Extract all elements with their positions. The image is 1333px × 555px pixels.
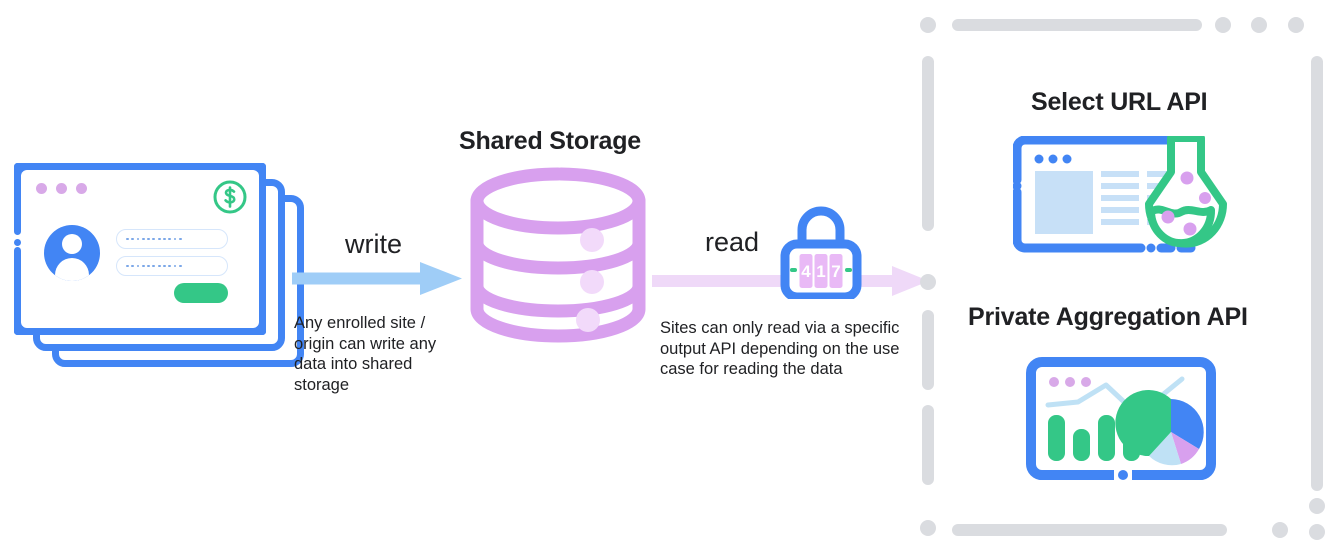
window-dot-3 — [76, 183, 87, 194]
submit-button[interactable] — [174, 283, 228, 303]
source-browser-stack-icon — [14, 163, 304, 368]
panel-border-bar — [952, 19, 1202, 31]
panel-border-dot — [920, 274, 936, 290]
panel-border-bar — [922, 310, 934, 390]
panel-border-bar — [952, 524, 1227, 536]
window-dot-2 — [56, 183, 67, 194]
lock-digit-3: 7 — [831, 262, 840, 281]
write-arrow-label: write — [345, 229, 403, 259]
panel-border-dot — [920, 17, 936, 33]
write-arrow-icon — [292, 262, 462, 295]
panel-border-dot — [1288, 17, 1304, 33]
panel-border-bar — [1311, 56, 1323, 491]
panel-border-dot — [1272, 522, 1288, 538]
lock-digit-2: 1 — [816, 262, 825, 281]
browser-flask-icon[interactable] — [1012, 134, 1228, 256]
panel-border-bar — [922, 56, 934, 231]
panel-border-dot — [1309, 524, 1325, 540]
write-caption: Any enrolled site / origin can write any… — [294, 314, 437, 394]
panel-border-dot — [1215, 17, 1231, 33]
select-url-api-title: Select URL API — [1031, 88, 1208, 116]
panel-border-dot — [1251, 17, 1267, 33]
read-caption: Sites can only read via a specific outpu… — [660, 319, 900, 378]
panel-border-bar — [922, 405, 934, 485]
window-dots — [36, 183, 87, 194]
panel-border-dot — [1309, 498, 1325, 514]
read-arrow-label: read — [705, 227, 760, 257]
lock-digit-1: 4 — [801, 262, 811, 281]
combination-padlock-icon: 4 1 7 — [779, 203, 863, 302]
dollar-circle-icon — [212, 179, 248, 215]
window-dot-1 — [36, 183, 47, 194]
output-apis-panel — [920, 10, 1325, 545]
user-avatar-icon — [44, 225, 100, 281]
browser-card-front — [14, 163, 266, 335]
password-field-2[interactable] — [116, 256, 228, 276]
database-cylinder-icon — [468, 165, 648, 345]
browser-charts-icon[interactable] — [1026, 357, 1216, 482]
password-field-1[interactable] — [116, 229, 228, 249]
shared-storage-title: Shared Storage — [459, 127, 641, 155]
panel-border-dot — [920, 520, 936, 536]
private-aggregation-api-title: Private Aggregation API — [968, 303, 1248, 331]
